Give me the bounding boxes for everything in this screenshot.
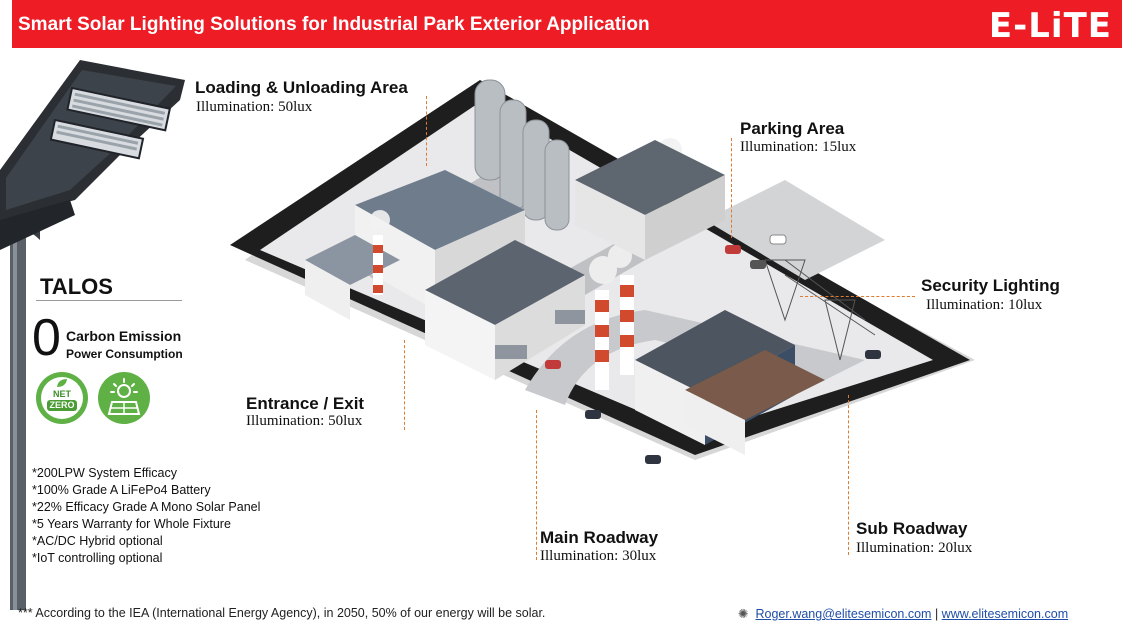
footnote: *** According to the IEA (International … [18, 606, 546, 620]
zone-security-illumination: Illumination: 10lux [926, 297, 1043, 313]
carbon-emission-label: Carbon Emission [66, 328, 182, 344]
solar-panel-badge [98, 372, 150, 424]
leader-line [731, 138, 732, 238]
contact-line: ✺ Roger.wang@elitesemicon.com | www.elit… [738, 606, 1068, 621]
zone-parking-illumination: Illumination: 15lux [740, 139, 857, 155]
leader-line [404, 340, 405, 430]
feature-item: *100% Grade A LiFePo4 Battery [32, 483, 211, 497]
feature-item: *5 Years Warranty for Whole Fixture [32, 517, 231, 531]
loading-spinner-icon: ✺ [738, 607, 749, 621]
zone-parking-title: Parking Area [740, 119, 845, 138]
leader-line [536, 410, 537, 560]
zero-label: ZERO [47, 400, 77, 411]
website-link[interactable]: www.elitesemicon.com [941, 607, 1069, 621]
product-name: TALOS [40, 274, 113, 299]
header-accent [0, 0, 12, 48]
power-consumption-label: Power Consumption [66, 347, 183, 361]
zone-main-road-illumination: Illumination: 30lux [540, 548, 657, 564]
email-link[interactable]: Roger.wang@elitesemicon.com [755, 607, 932, 621]
feature-item: *IoT controlling optional [32, 551, 163, 565]
page-title: Smart Solar Lighting Solutions for Indus… [18, 14, 650, 35]
separator: | [934, 607, 939, 621]
feature-item: *200LPW System Efficacy [32, 466, 177, 480]
sun-solar-panel-icon [107, 378, 141, 415]
net-label: NET [53, 389, 71, 399]
feature-item: *22% Efficacy Grade A Mono Solar Panel [32, 500, 261, 514]
zone-main-road-title: Main Roadway [540, 528, 659, 547]
zone-loading-title: Loading & Unloading Area [195, 78, 408, 97]
zone-sub-road-illumination: Illumination: 20lux [856, 540, 973, 556]
leader-line [800, 296, 915, 297]
zone-entrance-illumination: Illumination: 50lux [246, 413, 363, 429]
feature-list: *200LPW System Efficacy *100% Grade A Li… [32, 465, 260, 567]
zero-figure: 0 [32, 309, 61, 367]
brand-logo: E-LiTE [988, 6, 1112, 46]
zone-sub-road-title: Sub Roadway [856, 519, 968, 538]
leader-line [426, 96, 427, 166]
zone-loading-illumination: Illumination: 50lux [196, 99, 313, 115]
header-bar: Smart Solar Lighting Solutions for Indus… [0, 0, 1122, 48]
divider [36, 300, 182, 301]
zone-security-title: Security Lighting [921, 276, 1060, 295]
industrial-park-illustration [230, 79, 975, 464]
leader-line [848, 395, 849, 555]
solar-street-light-image [0, 60, 185, 610]
zone-entrance-title: Entrance / Exit [246, 394, 365, 413]
leaf-icon [57, 379, 67, 387]
net-zero-badge: NET ZERO [36, 372, 88, 424]
feature-item: *AC/DC Hybrid optional [32, 534, 163, 548]
